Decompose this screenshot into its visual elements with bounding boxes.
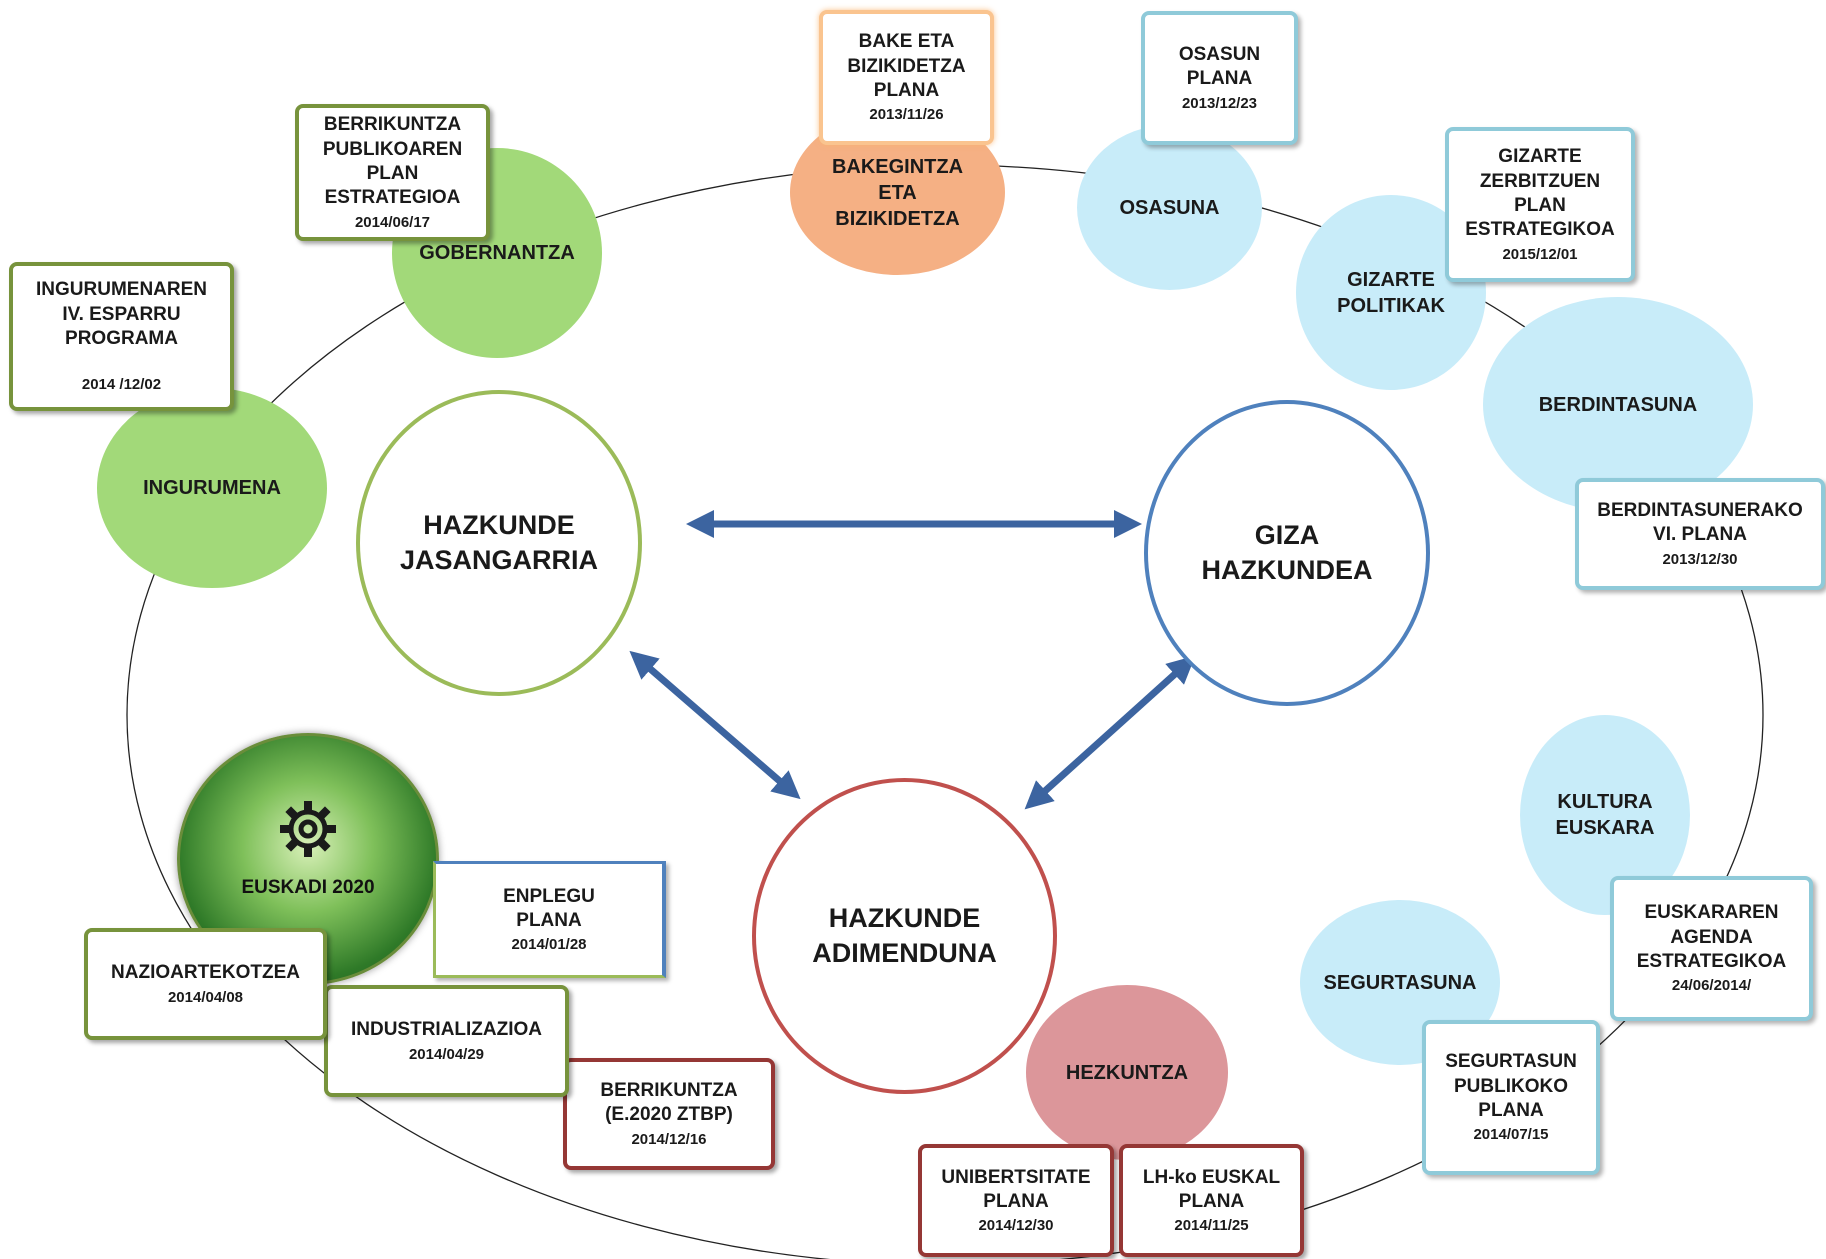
gear-icon xyxy=(280,801,336,857)
area-hezkuntza-label: HEZKUNTZA xyxy=(1065,1061,1189,1084)
plan-berrikuntza-ztbp: BERRIKUNTZA(E.2020 ZTBP)2014/12/16 xyxy=(563,1058,775,1170)
area-berdintasuna: BERDINTASUNA xyxy=(1483,297,1753,512)
area-gobernantza-label: GOBERNANTZA xyxy=(419,242,575,264)
area-ingurumena: INGURUMENA xyxy=(97,388,327,588)
area-berdintasuna-label: BERDINTASUNA xyxy=(1538,393,1698,416)
area-osasuna-label: OSASUNA xyxy=(1119,196,1220,219)
area-ingurumena-label: INGURUMENA xyxy=(143,477,281,499)
arrow-jasangarria-adimenduna xyxy=(629,650,801,800)
arrow-giza-adimenduna xyxy=(1024,655,1196,810)
area-osasuna: OSASUNA xyxy=(1077,125,1262,290)
area-hezkuntza: HEZKUNTZA xyxy=(1026,985,1228,1160)
euskadi-2020-label: EUSKADI 2020 xyxy=(241,877,375,898)
area-segurtasuna-label: SEGURTASUNA xyxy=(1323,971,1477,994)
